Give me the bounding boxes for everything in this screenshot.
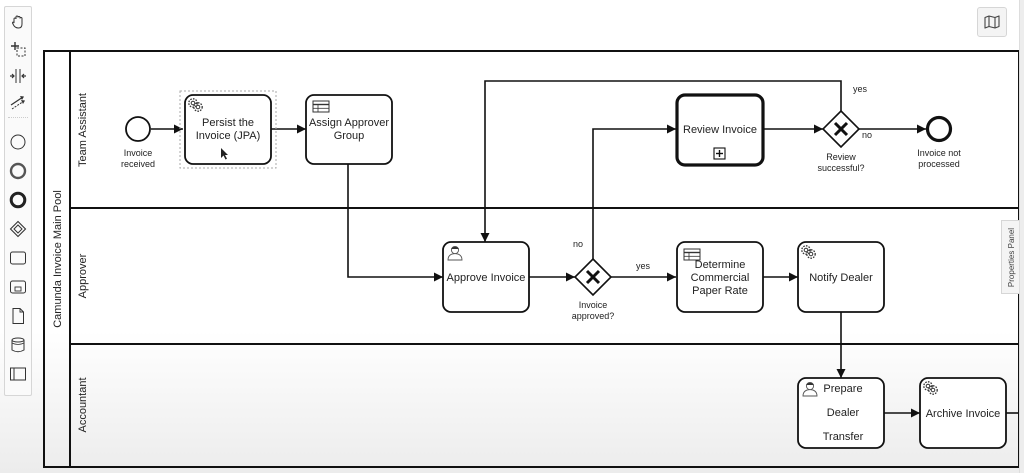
task-icon: [10, 251, 26, 265]
lane-name: Approver: [77, 253, 89, 298]
event-label: processed: [918, 159, 960, 169]
task-label: Dealer: [827, 407, 860, 419]
end-event-icon: [9, 191, 27, 209]
gateway-invoice-approved[interactable]: Invoice approved? no yes: [572, 239, 651, 321]
mouse-cursor-icon: [221, 148, 228, 160]
flow-gateway-no-to-review[interactable]: [592, 124, 676, 259]
intermediate-event-icon: [9, 162, 27, 180]
task-label: Determine: [695, 259, 746, 271]
properties-panel-label: Properties Panel: [1007, 227, 1016, 287]
gateway-label: successful?: [817, 163, 864, 173]
flow-assign-to-approve[interactable]: [347, 164, 443, 282]
business-rule-icon: [312, 100, 330, 113]
lane-accountant[interactable]: Accountant: [77, 377, 89, 432]
task-label: Prepare: [823, 383, 862, 395]
properties-panel-toggle[interactable]: Properties Panel: [1001, 220, 1021, 294]
task-label: Paper Rate: [692, 285, 748, 297]
selection-outline: [179, 90, 277, 169]
space-tool-button[interactable]: [6, 65, 30, 87]
connect-icon: [10, 96, 25, 110]
create-gateway-button[interactable]: [6, 218, 30, 240]
gateway-label: Invoice: [579, 300, 608, 310]
data-object-icon: [12, 308, 24, 324]
map-icon: [984, 15, 1000, 29]
hand-icon: [11, 15, 23, 29]
task-persist-invoice[interactable]: Persist the Invoice (JPA): [179, 90, 277, 169]
task-assign-approver-group[interactable]: Assign Approver Group: [305, 94, 393, 165]
event-label: received: [121, 159, 155, 169]
task-label: Transfer: [823, 431, 864, 443]
create-start-event-button[interactable]: [6, 131, 30, 153]
expand-marker-icon[interactable]: [713, 147, 726, 160]
task-label: Assign Approver: [309, 117, 389, 129]
space-icon: [10, 69, 26, 83]
task-determine-commercial-paper-rate[interactable]: Determine Commercial Paper Rate: [676, 241, 764, 313]
flow-label-no: no: [573, 239, 583, 249]
gateway-icon: [9, 220, 27, 238]
lane-name: Accountant: [77, 377, 89, 432]
event-label: Invoice: [124, 148, 153, 158]
task-label: Commercial: [691, 272, 750, 284]
create-pool-button[interactable]: [6, 363, 30, 385]
task-label: Group: [334, 130, 365, 142]
flow-review-gateway-yes-to-approve[interactable]: [480, 80, 842, 242]
tool-palette: [4, 6, 32, 396]
task-label: Invoice (JPA): [196, 130, 261, 142]
hand-tool-button[interactable]: [6, 11, 30, 33]
pool-icon: [10, 367, 26, 381]
task-prepare-dealer-transfer[interactable]: Prepare Dealer Transfer: [797, 377, 885, 449]
create-task-button[interactable]: [6, 247, 30, 269]
sequence-flows: [151, 80, 1019, 418]
create-data-object-button[interactable]: [6, 305, 30, 327]
flow-label-no: no: [862, 130, 872, 140]
gateway-review-successful[interactable]: Review successful? yes no: [817, 84, 872, 173]
lane-approver[interactable]: Approver: [70, 253, 1019, 345]
task-archive-invoice[interactable]: Archive Invoice: [919, 377, 1007, 449]
lasso-tool-button[interactable]: [6, 38, 30, 60]
minimap-toggle-button[interactable]: [977, 7, 1007, 37]
subprocess-review-invoice[interactable]: Review Invoice: [675, 93, 765, 167]
task-label: Persist the: [202, 117, 254, 129]
event-label: Invoice not: [917, 148, 961, 158]
end-event-invoice-not-processed[interactable]: Invoice not processed: [917, 115, 961, 170]
task-label: Review Invoice: [683, 124, 757, 136]
task-label: Notify Dealer: [809, 272, 873, 284]
create-intermediate-event-button[interactable]: [6, 160, 30, 182]
task-approve-invoice[interactable]: Approve Invoice: [442, 241, 530, 313]
flow-label-yes: yes: [636, 261, 651, 271]
task-label: Approve Invoice: [447, 272, 526, 284]
task-label: Archive Invoice: [926, 408, 1001, 420]
global-connect-tool-button[interactable]: [6, 91, 30, 113]
gateway-label: Review: [826, 152, 856, 162]
subprocess-icon: [10, 280, 26, 294]
create-end-event-button[interactable]: [6, 189, 30, 211]
start-event-invoice-received[interactable]: Invoice received: [121, 116, 155, 169]
lasso-icon: [11, 42, 26, 57]
lane-name: Team Assistant: [77, 93, 89, 167]
start-event-icon: [10, 134, 26, 150]
properties-panel-edge: [1019, 0, 1024, 473]
gateway-label: approved?: [572, 311, 615, 321]
flow-label-yes: yes: [853, 84, 868, 94]
task-notify-dealer[interactable]: Notify Dealer: [797, 241, 885, 313]
lane-team-assistant[interactable]: Team Assistant: [70, 93, 1019, 209]
pool-name: Camunda Invoice Main Pool: [52, 190, 64, 328]
create-subprocess-button[interactable]: [6, 276, 30, 298]
create-data-store-button[interactable]: [6, 334, 30, 356]
data-store-icon: [11, 337, 25, 353]
